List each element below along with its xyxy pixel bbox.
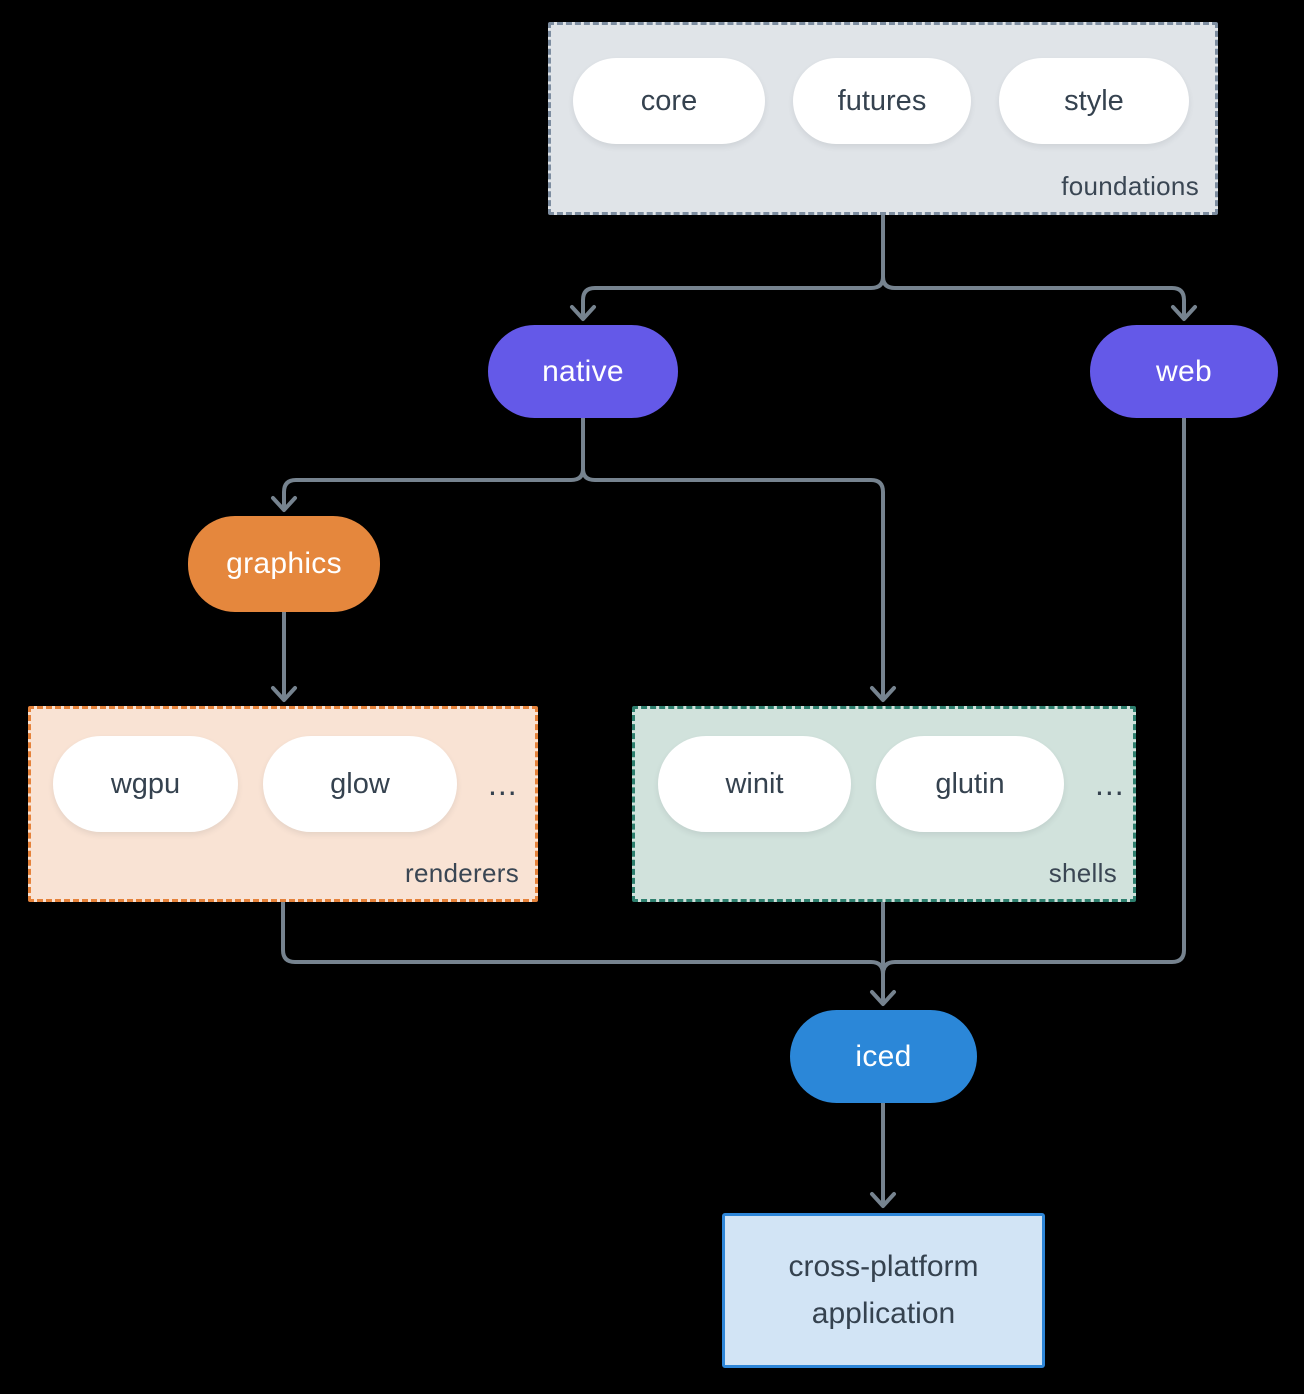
node-core: core (573, 58, 765, 144)
connector-foundations-to-web (881, 275, 1186, 316)
arrowhead-graphics (271, 496, 297, 512)
foundations-pills: core futures style (573, 58, 1189, 144)
application-label-line1: cross-platform (788, 1250, 979, 1283)
application-label-line2: application (811, 1296, 956, 1330)
connector-foundations-to-native (581, 275, 885, 316)
group-renderers: wgpu glow ... renderers (28, 706, 538, 902)
node-glutin: glutin (876, 736, 1064, 832)
connector-native-to-graphics (282, 467, 585, 507)
node-cross-platform-application: cross-platform application (722, 1213, 1045, 1368)
shells-ellipsis: ... (1095, 765, 1125, 802)
foundations-label: foundations (1061, 171, 1199, 201)
renderers-ellipsis: ... (488, 765, 518, 802)
shells-label: shells (1048, 858, 1117, 888)
node-graphics: graphics (188, 516, 380, 612)
renderers-pills: wgpu glow ... (53, 736, 518, 832)
arrowhead-application (870, 1192, 896, 1208)
arrowhead-web (1171, 305, 1197, 321)
node-winit: winit (658, 736, 851, 832)
node-wgpu: wgpu (53, 736, 238, 832)
group-foundations: core futures style foundations (548, 22, 1218, 215)
shells-pills: winit glutin ... (658, 736, 1125, 832)
arrowhead-iced (870, 990, 896, 1006)
group-shells: winit glutin ... shells (632, 706, 1136, 902)
renderers-label: renderers (405, 858, 519, 888)
arrowhead-native (570, 305, 596, 321)
node-glow: glow (263, 736, 457, 832)
connector-renderers-to-iced (281, 900, 885, 976)
arrowhead-renderers (271, 686, 297, 702)
node-futures: futures (793, 58, 971, 144)
arrowhead-shells (870, 686, 896, 702)
node-web: web (1090, 325, 1278, 418)
node-native: native (488, 325, 678, 418)
node-iced: iced (790, 1010, 977, 1103)
node-style: style (999, 58, 1189, 144)
connector-native-to-shells (581, 467, 885, 697)
